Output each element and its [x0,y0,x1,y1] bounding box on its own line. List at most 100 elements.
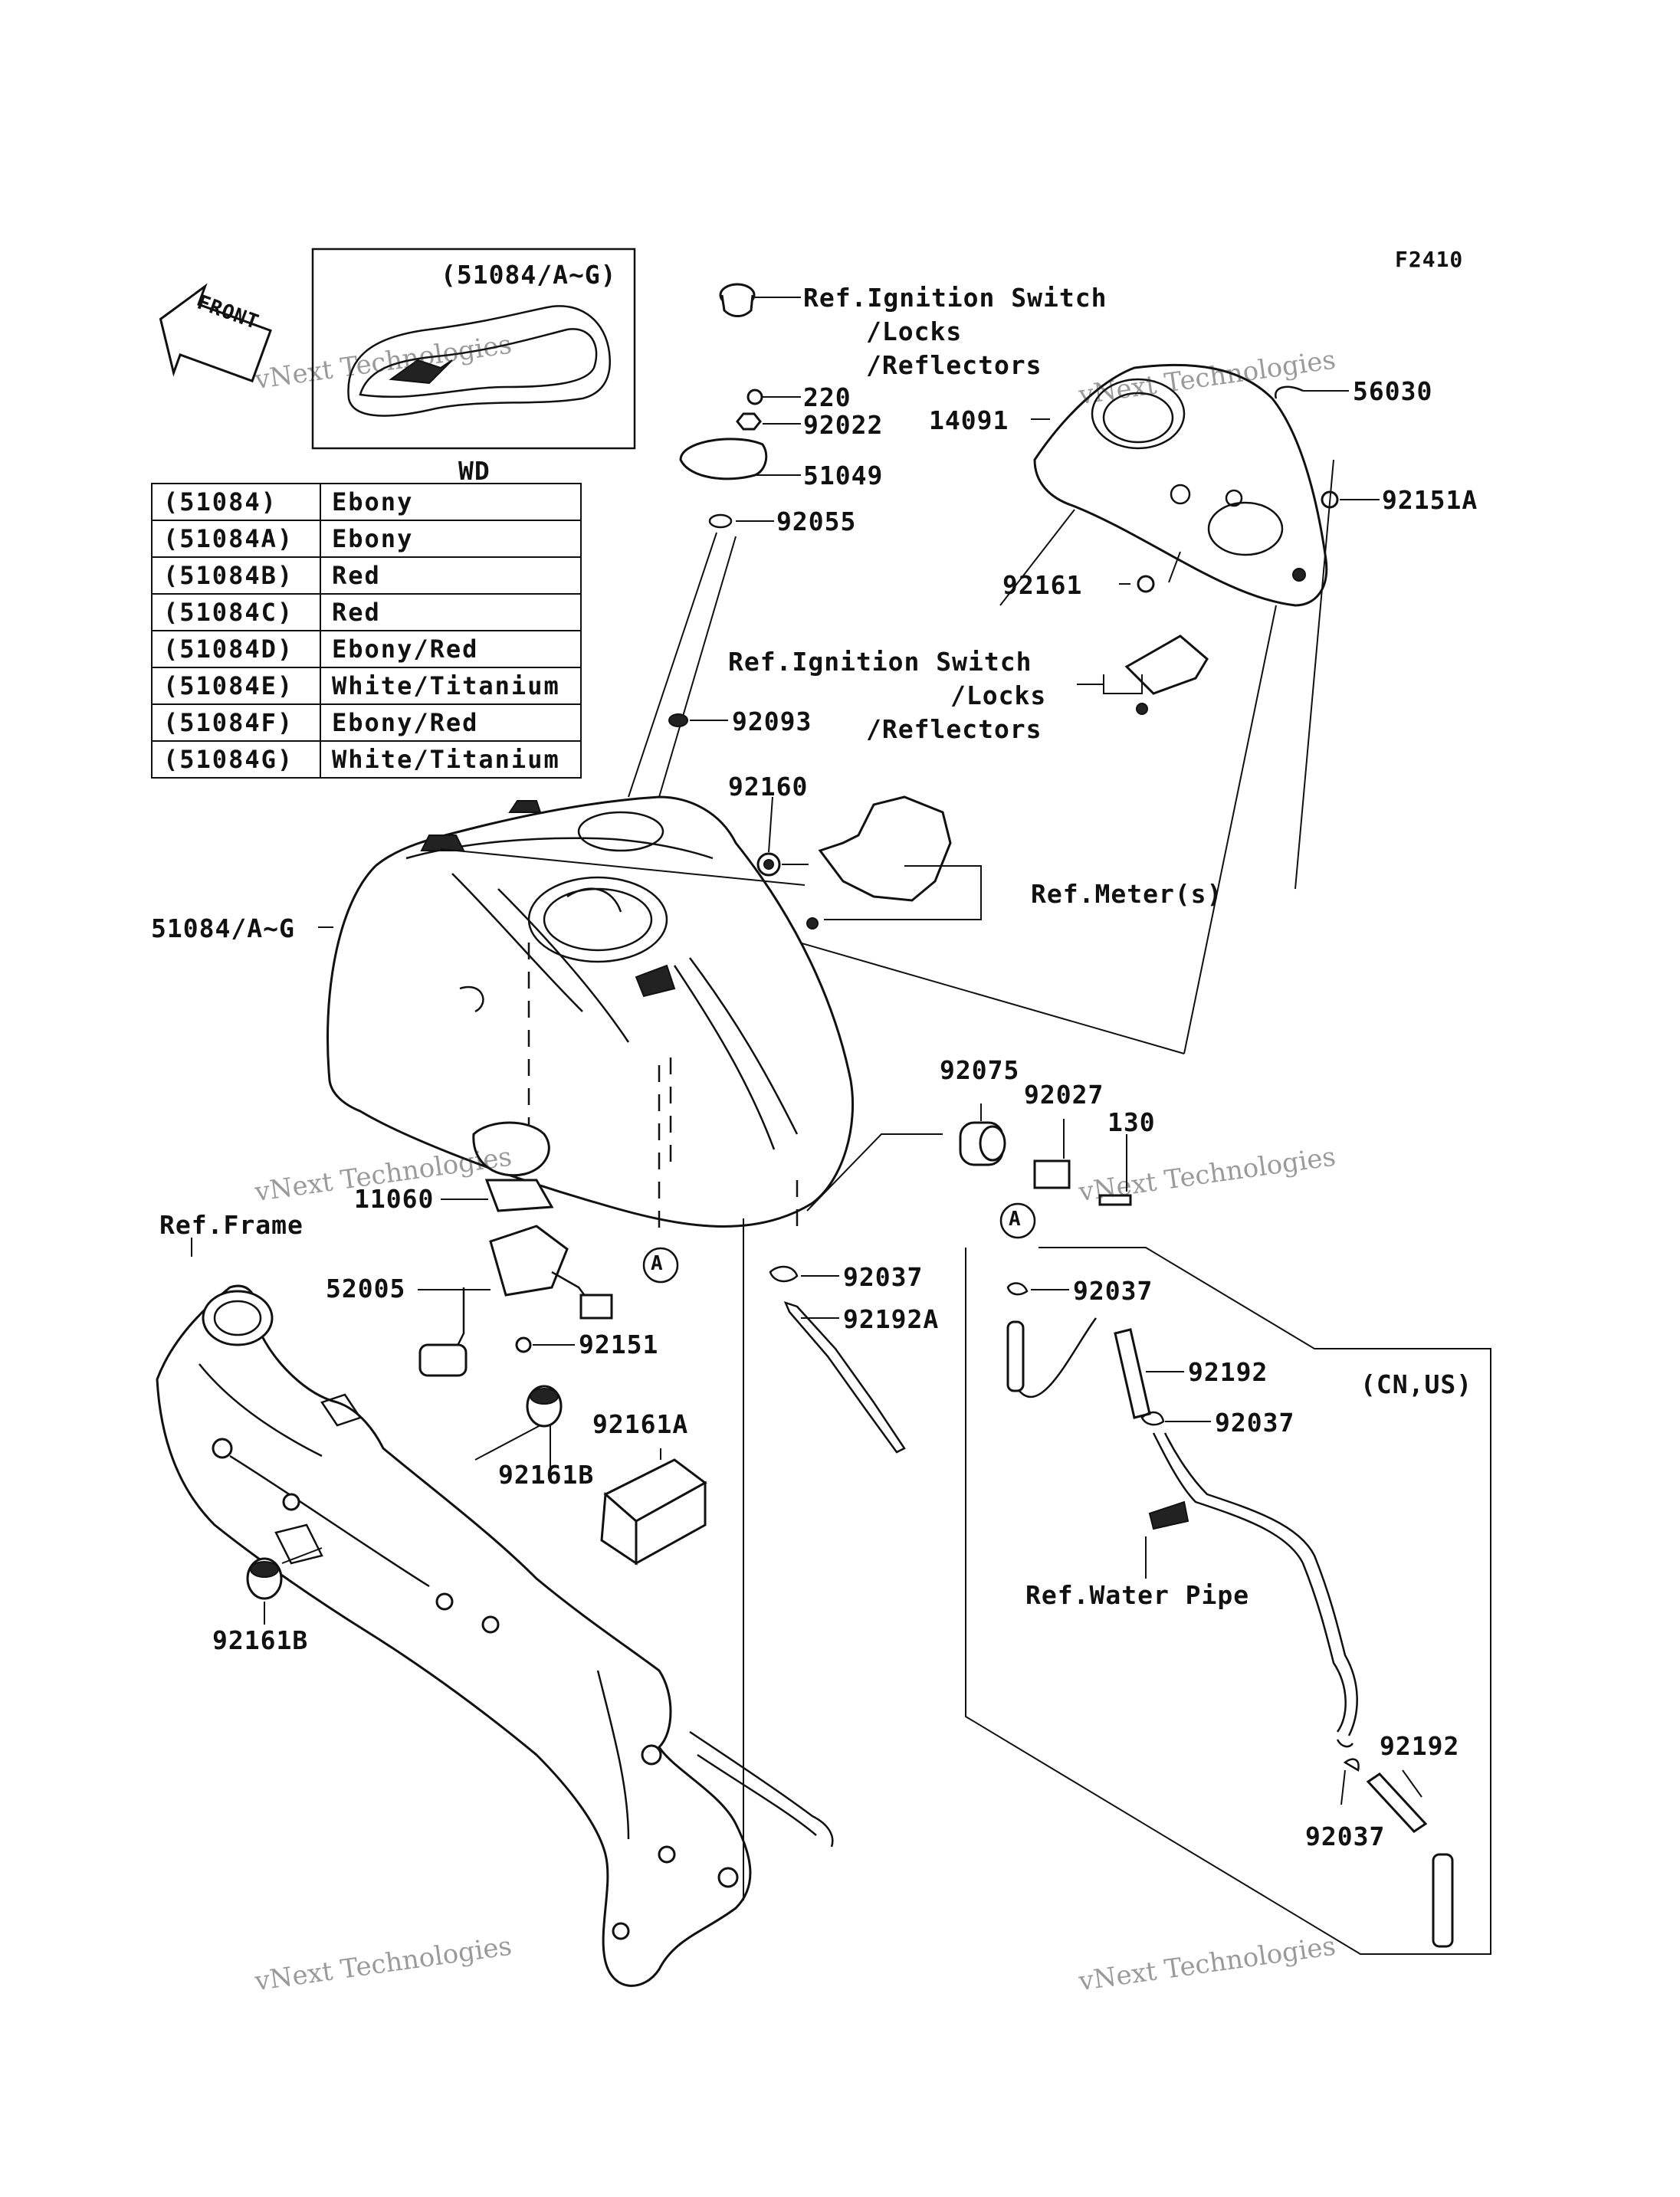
part-92022 [736,412,762,431]
part-label-51049: 51049 [803,461,884,490]
ref-frame-label: Ref.Frame [159,1210,304,1240]
water-pipe [1152,1432,1347,1733]
part-label-51084: 51084/A~G [151,913,295,943]
ref-ignition-label-1: Ref.Ignition Switch [803,283,1107,313]
part-92192-hose-b [1366,1772,1428,1833]
color-code: (51084E) [151,667,321,705]
part-label-92075: 92075 [940,1055,1020,1085]
part-label-92027: 92027 [1024,1080,1104,1110]
part-label-52005: 52005 [326,1274,406,1303]
part-label-92192-b: 92192 [1380,1731,1460,1761]
part-56030 [1275,385,1304,399]
part-label-92151A: 92151A [1382,485,1478,515]
color-name: White/Titanium [320,667,582,705]
inset-tank-emblem [389,359,453,385]
part-label-92161A: 92161A [592,1409,689,1439]
part-label-11060: 11060 [354,1184,435,1214]
part-label-14091: 14091 [929,405,1009,435]
part-label-92161B-a: 92161B [498,1460,595,1490]
part-14091-cover [1033,363,1328,607]
cn-us-region [965,1247,1491,1955]
part-220 [746,389,763,405]
inset-tank-stripe [359,328,598,398]
part-92093 [668,713,688,727]
inset-box [311,248,636,450]
figure-code: F2410 [1395,247,1464,272]
part-label-56030: 56030 [1353,376,1433,406]
part-label-92022: 92022 [803,410,884,440]
table-row: (51084B) Red [151,556,582,595]
part-label-92037-c: 92037 [1215,1408,1295,1438]
frame [156,1218,834,1987]
hose-short [1006,1320,1025,1392]
color-name: Ebony [320,520,582,558]
part-92151 [515,1336,532,1353]
color-code: (51084D) [151,630,321,668]
marker-a-label-1: A [651,1252,664,1275]
cn-us-label: (CN,US) [1360,1369,1473,1399]
part-label-92037-a: 92037 [843,1262,924,1292]
fuel-tank [326,795,854,1228]
part-label-92160: 92160 [728,772,809,802]
ignition-bracket [1124,635,1209,695]
part-label-92055: 92055 [776,507,857,536]
part-92161A [600,1458,707,1566]
part-label-92037-b: 92037 [1073,1276,1153,1306]
table-row: (51084D) Ebony/Red [151,630,582,668]
part-label-92161: 92161 [1002,570,1083,600]
ref-meter-label: Ref.Meter(s) [1031,879,1223,909]
color-variant-table: (51084) Ebony (51084A) Ebony (51084B) Re… [151,483,582,779]
table-row: (51084F) Ebony/Red [151,703,582,742]
part-label-92037-d: 92037 [1305,1822,1386,1851]
color-code: (51084F) [151,703,321,742]
color-code: (51084C) [151,593,321,631]
part-52005-pump [418,1225,613,1377]
part-92161 [1137,575,1155,593]
marker-a-circle-2 [999,1202,1036,1239]
part-92161B-b [246,1557,283,1600]
table-row: (51084) Ebony [151,483,582,521]
part-130 [1098,1194,1132,1206]
inset-title: (51084/A~G) [441,260,617,290]
part-label-92151: 92151 [579,1330,659,1359]
front-arrow [159,283,272,383]
table-row: (51084E) White/Titanium [151,667,582,705]
ref-ignition-label-2: Ref.Ignition Switch [728,647,1032,677]
part-label-92192A: 92192A [843,1304,940,1334]
ref-water-pipe-label: Ref.Water Pipe [1025,1580,1250,1610]
color-name: White/Titanium [320,740,582,779]
part-label-92093: 92093 [732,707,812,736]
table-row: (51084C) Red [151,593,582,631]
color-name: Red [320,593,582,631]
part-92192A [783,1300,906,1454]
color-code: (51084) [151,483,321,521]
marker-a-label-2: A [1009,1208,1022,1231]
part-label-220: 220 [803,382,851,412]
color-name: Ebony/Red [320,630,582,668]
color-code: (51084B) [151,556,321,595]
part-92027 [1033,1159,1071,1189]
ignition-cap [719,283,801,317]
inset-caption: WD [458,456,491,486]
color-name: Red [320,556,582,595]
part-11060 [472,1121,554,1212]
ref-ignition-label-1-line2: /Locks [866,316,963,346]
part-92161B-a [526,1385,563,1428]
ref-ignition-label-2-line2: /Locks [950,680,1047,710]
ref-ignition-label-2-line3: /Reflectors [866,714,1042,744]
table-row: (51084G) White/Titanium [151,740,582,779]
part-92037-a [769,1265,799,1283]
part-label-92192-a: 92192 [1188,1357,1268,1387]
inset-tank-outline [347,305,612,417]
part-label-92161B-b: 92161B [212,1625,309,1655]
part-51049 [679,438,768,480]
color-code: (51084G) [151,740,321,779]
marker-a-circle-1 [642,1247,679,1284]
part-92055 [708,513,733,529]
part-label-130: 130 [1107,1107,1156,1137]
color-code: (51084A) [151,520,321,558]
color-name: Ebony/Red [320,703,582,742]
table-row: (51084A) Ebony [151,520,582,558]
part-92192-hose [1114,1328,1151,1419]
